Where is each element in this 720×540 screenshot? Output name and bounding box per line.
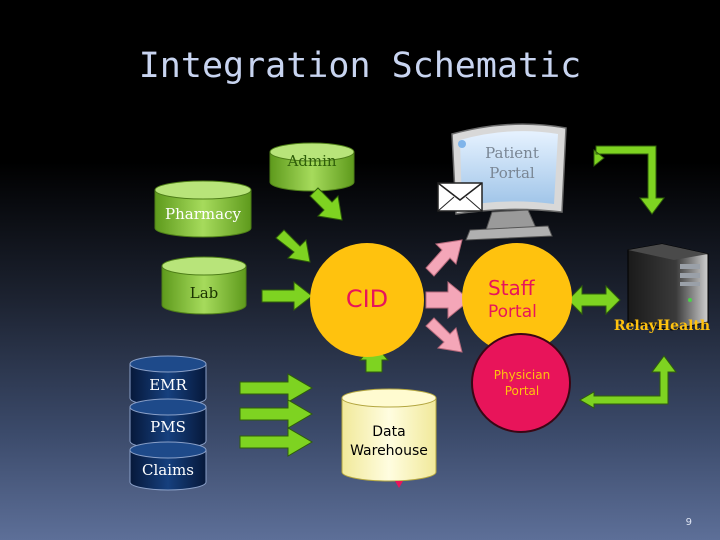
patient-relay-l-arrow [593, 145, 665, 215]
cid-to-staff-arrow [425, 280, 471, 320]
claims-database [129, 441, 207, 491]
pms-database [129, 398, 207, 450]
physician-portal-circle [471, 333, 571, 433]
staff-portal-circle [462, 243, 572, 353]
emr-arrow [239, 373, 313, 403]
data-warehouse-database [341, 388, 437, 488]
admin-database [269, 142, 355, 192]
emr-database [129, 355, 207, 407]
mail-envelope-icon [437, 182, 483, 212]
patient-portal-monitor [451, 123, 567, 241]
cid-hub [310, 243, 424, 357]
claims-arrow [239, 427, 313, 457]
relayhealth-server-icon [627, 243, 709, 331]
pharmacy-database [154, 180, 252, 238]
lab-to-cid-arrow [261, 280, 313, 312]
pharmacy-to-cid-arrow [275, 229, 311, 263]
staff-relay-double-arrow [567, 284, 621, 316]
lab-database [161, 256, 247, 315]
pms-arrow [239, 399, 313, 429]
admin-to-cid-arrow [309, 187, 343, 221]
slide-title: Integration Schematic [138, 46, 582, 86]
page-number: 9 [685, 517, 692, 528]
cid-to-physician-arrow [425, 317, 463, 353]
cid-to-patient-arrow [425, 239, 463, 277]
physician-relay-l-arrow [578, 355, 677, 409]
